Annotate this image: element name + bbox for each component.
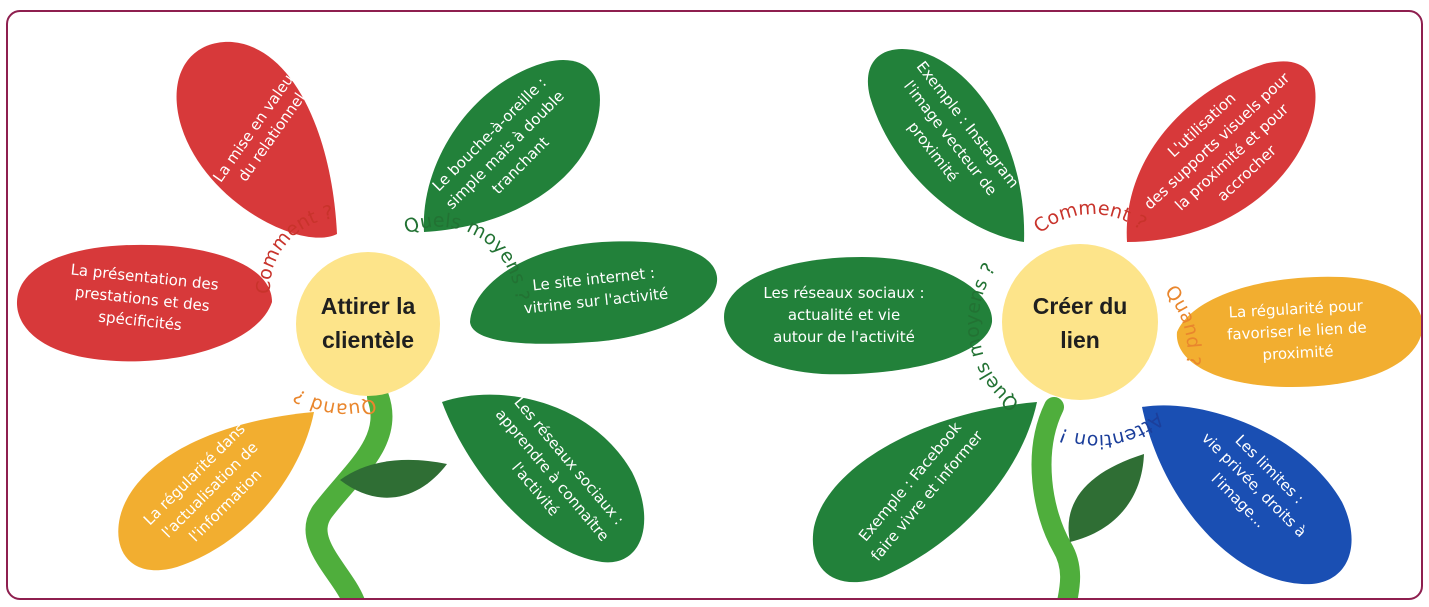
- petal-text-line: proximité: [1262, 342, 1334, 364]
- right-flower-center: [1002, 244, 1158, 400]
- right-petal-regularite: La régularité pour favoriser le lien de …: [1176, 276, 1421, 387]
- left-petal-regularite: La régularité dans l'actualisation de l'…: [118, 412, 315, 571]
- left-center-line: Attirer la: [321, 293, 416, 319]
- right-stem-leaf: [1068, 454, 1144, 542]
- petal-text-line: Les réseaux sociaux :: [763, 284, 924, 302]
- left-petal-presentation: La présentation des prestations et des s…: [16, 244, 273, 362]
- petal-text-line: autour de l'activité: [773, 328, 915, 346]
- left-petal-site-internet: Le site internet : vitrine sur l'activit…: [470, 241, 718, 344]
- flower-diagram: La mise en valeur du relationnel La prés…: [16, 41, 1421, 598]
- left-center-line: clientèle: [322, 327, 414, 353]
- left-petal-relationnel: La mise en valeur du relationnel: [176, 41, 337, 238]
- left-flower-center: [296, 252, 440, 396]
- petal-text-line: actualité et vie: [788, 306, 900, 324]
- right-petal-reseaux-sociaux: Les réseaux sociaux : actualité et vie a…: [724, 257, 993, 375]
- left-stem: [305, 386, 393, 598]
- right-label-attention: Attention !: [1056, 408, 1168, 452]
- right-center-line: Créer du: [1033, 293, 1128, 319]
- right-petal-instagram: Exemple : Instagram l'image vecteur de p…: [867, 49, 1025, 242]
- left-petal-reseaux-sociaux: Les réseaux sociaux : apprendre à connaî…: [442, 393, 645, 563]
- right-petal-facebook: Exemple : Facebook faire vivre et inform…: [812, 402, 1037, 583]
- right-petal-supports-visuels: L'utilisation des supports visuels pour …: [1126, 61, 1316, 243]
- diagram-frame: La mise en valeur du relationnel La prés…: [6, 10, 1423, 600]
- right-center-line: lien: [1060, 327, 1100, 353]
- right-label-quand: Quand ?: [1160, 281, 1204, 367]
- left-petal-bouche-a-oreille: Le bouche-à-oreille : simple mais à doub…: [423, 60, 600, 232]
- left-stem-leaf: [340, 459, 447, 498]
- right-petal-limites: Les limites : vie privée, droits à l'ima…: [1142, 405, 1352, 585]
- right-stem: [1031, 397, 1081, 598]
